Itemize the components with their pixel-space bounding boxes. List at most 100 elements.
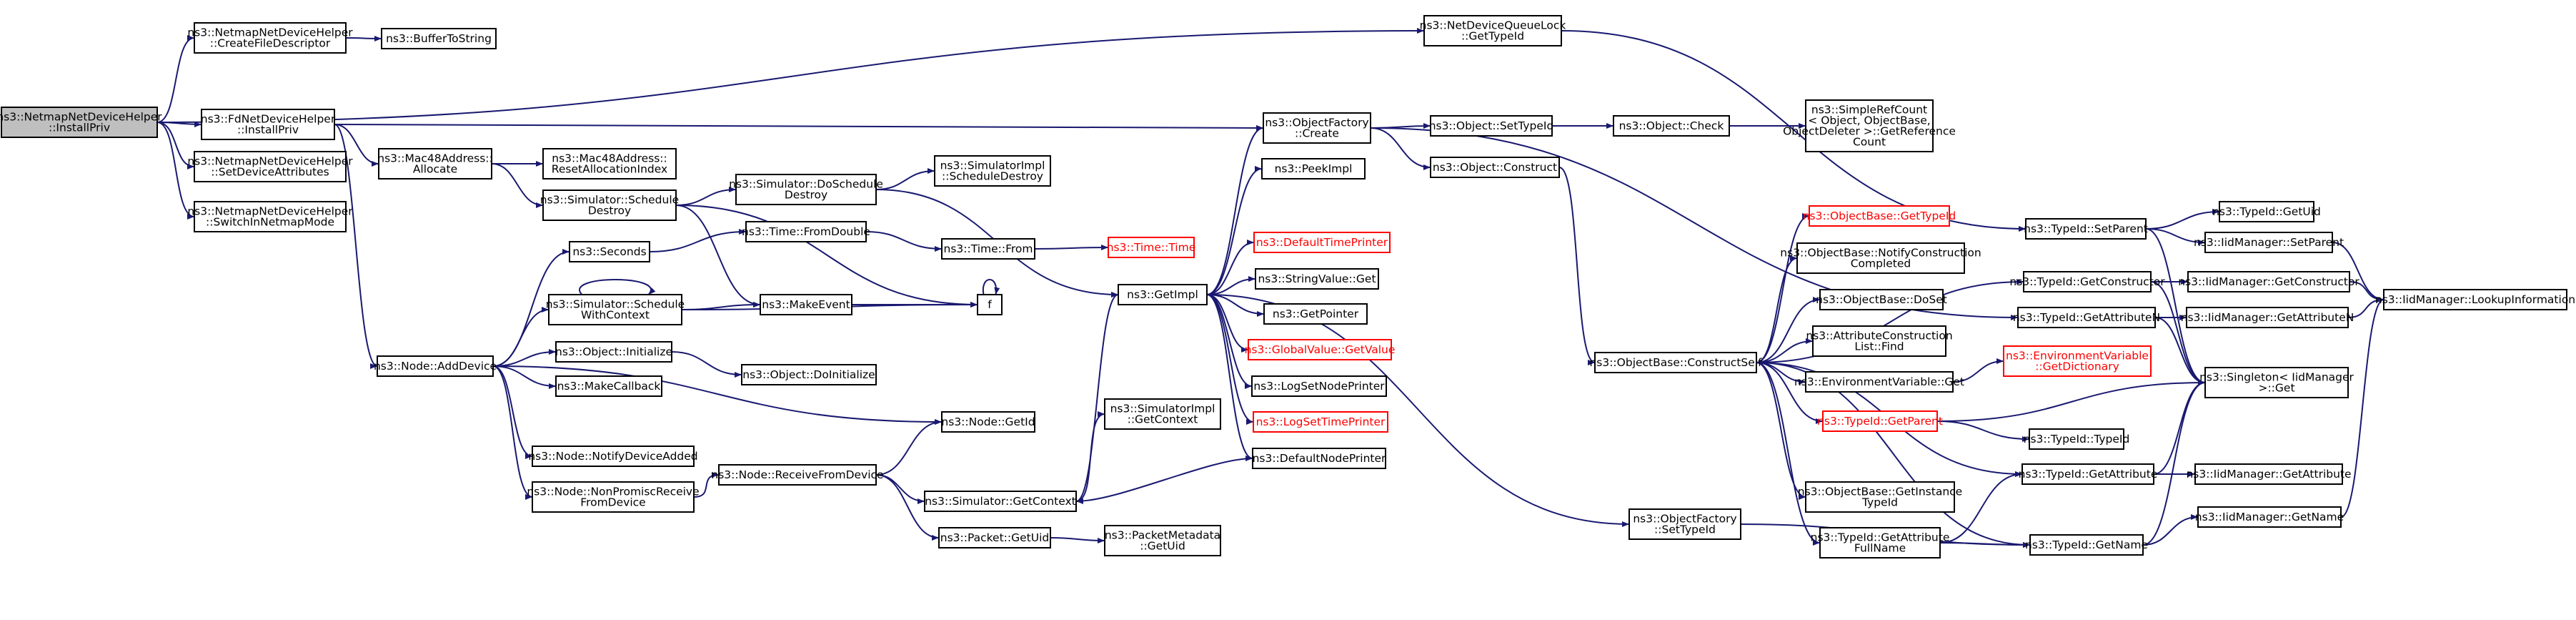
node-mac48Reset[interactable]: ns3::Mac48Address::ResetAllocationIndex — [542, 148, 677, 179]
node-typeIdGetAttributeN[interactable]: ns3::TypeId::GetAttributeN — [2013, 307, 2160, 328]
node-globalValueGet[interactable]: ns3::GlobalValue::GetValue — [1245, 339, 1396, 360]
node-box — [1255, 268, 1379, 290]
node-label: ns3::StringValue::Get — [1258, 272, 1376, 285]
node-box — [532, 481, 695, 513]
node-objBaseDoSet[interactable]: ns3::ObjectBase::DoSet — [1816, 289, 1947, 310]
node-seconds[interactable]: ns3::Seconds — [569, 241, 650, 262]
node-label: ::CreateFileDescriptor — [210, 37, 331, 50]
node-box — [2204, 367, 2349, 398]
node-iidLookupInfo[interactable]: ns3::IidManager::LookupInformation — [2375, 289, 2575, 310]
node-box — [735, 174, 877, 205]
node-iidGetName[interactable]: ns3::IidManager::GetName — [2195, 506, 2344, 528]
node-objFactoryCreate[interactable]: ns3::ObjectFactory::Create — [1263, 112, 1371, 144]
node-envVarGetDict[interactable]: ns3::EnvironmentVariable::GetDictionary — [2003, 345, 2152, 377]
node-simScheduleDestroy[interactable]: ns3::Simulator::ScheduleDestroy — [540, 190, 679, 221]
node-objBaseGetTypeId[interactable]: ns3::ObjectBase::GetTypeId — [1803, 205, 1956, 227]
node-label: ::GetDictionary — [2035, 360, 2119, 373]
node-label: ::Create — [1295, 127, 1339, 140]
node-label: ns3::IidManager::GetAttributeN — [2181, 311, 2354, 324]
node-defaultTimePrinter[interactable]: ns3::DefaultTimePrinter — [1253, 232, 1391, 253]
node-iidSetParent[interactable]: ns3::IidManager::SetParent — [2194, 232, 2344, 253]
node-peekImpl[interactable]: ns3::PeekImpl — [1261, 158, 1366, 179]
node-root[interactable]: ns3::NetmapNetDeviceHelper::InstallPriv — [0, 107, 162, 138]
node-typeIdTypeId[interactable]: ns3::TypeId::TypeId — [2024, 428, 2130, 450]
node-objBaseConstructSelf[interactable]: ns3::ObjectBase::ConstructSelf — [1589, 352, 1762, 373]
node-objInitialize[interactable]: ns3::Object::Initialize — [555, 341, 672, 363]
edge-getImpl-to-defaultNodePrinter — [1206, 294, 1253, 461]
node-box — [1108, 237, 1195, 258]
node-packetGetUid[interactable]: ns3::Packet::GetUid — [938, 527, 1051, 548]
node-objectCheck[interactable]: ns3::Object::Check — [1613, 115, 1730, 137]
node-nodeReceive[interactable]: ns3::Node::ReceiveFromDevice — [711, 464, 884, 486]
node-objectSetTypeId[interactable]: ns3::Object::SetTypeId — [1429, 115, 1554, 137]
node-label: ns3::Object::Construct — [1433, 161, 1557, 174]
node-bufferToString[interactable]: ns3::BufferToString — [381, 28, 497, 49]
node-getImpl[interactable]: ns3::GetImpl — [1118, 284, 1208, 305]
node-label: ns3::TypeId::GetUid — [2212, 205, 2321, 218]
node-label: ::SwitchInNetmapMode — [206, 216, 334, 229]
node-iidGetConstructor[interactable]: ns3::IidManager::GetConstructor — [2178, 271, 2359, 292]
node-timeTime[interactable]: ns3::Time::Time — [1107, 237, 1196, 258]
node-label: ns3::GetPointer — [1273, 307, 1359, 320]
node-nodeAddDevice[interactable]: ns3::Node::AddDevice — [374, 355, 497, 377]
node-nodeNotify[interactable]: ns3::Node::NotifyDeviceAdded — [528, 446, 698, 467]
node-label: ns3::Node::ReceiveFromDevice — [711, 468, 883, 481]
node-logSetTimePrinter[interactable]: ns3::LogSetTimePrinter — [1253, 411, 1388, 433]
node-typeIdGetUid[interactable]: ns3::TypeId::GetUid — [2212, 201, 2321, 222]
node-label: TypeId — [1861, 496, 1898, 509]
node-simImplScheduleDestroy[interactable]: ns3::SimulatorImpl::ScheduleDestroy — [934, 155, 1051, 187]
node-logSetNodePrinter[interactable]: ns3::LogSetNodePrinter — [1251, 375, 1387, 397]
node-getPointer[interactable]: ns3::GetPointer — [1263, 303, 1368, 325]
node-timeFrom[interactable]: ns3::Time::From — [941, 238, 1035, 260]
edge-typeIdGetAttributeN-to-singletonGet — [2154, 317, 2206, 385]
node-envVarGet[interactable]: ns3::EnvironmentVariable::Get — [1794, 371, 1964, 393]
edge-getImpl-to-stringValueGet — [1206, 276, 1256, 295]
node-label: ResetAllocationIndex — [552, 163, 667, 176]
node-makeCallback[interactable]: ns3::MakeCallback — [555, 375, 662, 397]
node-iidGetAttribute[interactable]: ns3::IidManager::GetAttribute — [2186, 463, 2352, 485]
node-typeIdSetParent[interactable]: ns3::TypeId::SetParent — [2024, 218, 2148, 240]
node-simpleRefCount[interactable]: ns3::SimpleRefCount< Object, ObjectBase,… — [1783, 99, 1956, 152]
node-mac48Allocate[interactable]: ns3::Mac48Address::Allocate — [377, 148, 493, 179]
node-label: ::GetContext — [1128, 413, 1198, 426]
node-simGetContext[interactable]: ns3::Simulator::GetContext — [924, 491, 1077, 512]
node-f[interactable]: f — [977, 294, 1003, 315]
node-typeIdGetName[interactable]: ns3::TypeId::GetName — [2025, 534, 2148, 556]
node-ndqlGetTypeId[interactable]: ns3::NetDeviceQueueLock::GetTypeId — [1420, 15, 1566, 46]
edge-objFactoryCreate-to-objectConstruct — [1370, 127, 1431, 170]
node-typeIdGetParent[interactable]: ns3::TypeId::GetParent — [1817, 410, 1943, 432]
node-box — [1263, 303, 1368, 325]
node-iidGetAttributeN[interactable]: ns3::IidManager::GetAttributeN — [2181, 307, 2354, 328]
node-label: ns3::Mac48Address:: — [377, 152, 493, 165]
node-timeFromDouble[interactable]: ns3::Time::FromDouble — [742, 221, 870, 242]
node-typeIdGetAttribute[interactable]: ns3::TypeId::GetAttribute — [2019, 463, 2158, 485]
node-objectConstruct[interactable]: ns3::Object::Construct — [1430, 157, 1560, 178]
node-switchNetmap[interactable]: ns3::NetmapNetDeviceHelper::SwitchInNetm… — [187, 201, 353, 232]
node-defaultNodePrinter[interactable]: ns3::DefaultNodePrinter — [1252, 448, 1386, 469]
node-fdInstallPriv[interactable]: ns3::FdNetDeviceHelper::InstallPriv — [201, 109, 336, 140]
node-stringValueGet[interactable]: ns3::StringValue::Get — [1255, 268, 1379, 290]
node-objFactorySetTypeId[interactable]: ns3::ObjectFactory::SetTypeId — [1628, 508, 1741, 540]
node-createFd[interactable]: ns3::NetmapNetDeviceHelper::CreateFileDe… — [187, 22, 353, 54]
node-label: ::GetUid — [1140, 540, 1185, 553]
node-nodeGetId[interactable]: ns3::Node::GetId — [941, 411, 1035, 433]
edge-typeIdGetConstructor-to-singletonGet — [2150, 281, 2206, 385]
node-objBaseNotify[interactable]: ns3::ObjectBase::NotifyConstructionCompl… — [1780, 242, 1981, 274]
node-typeIdGetConstructor[interactable]: ns3::TypeId::GetConstructor — [2009, 271, 2165, 292]
node-label: ns3::Time::Time — [1107, 241, 1196, 254]
node-pktMetaGetUid[interactable]: ns3::PacketMetadata::GetUid — [1104, 525, 1221, 556]
node-setDevAttr[interactable]: ns3::NetmapNetDeviceHelper::SetDeviceAtt… — [187, 151, 353, 182]
node-simImplGetContext[interactable]: ns3::SimulatorImpl::GetContext — [1104, 398, 1221, 430]
node-box — [381, 28, 497, 49]
node-box — [1, 107, 158, 138]
node-singletonGet[interactable]: ns3::Singleton< IidManager>::Get — [2199, 367, 2354, 398]
node-objDoInitialize[interactable]: ns3::Object::DoInitialize — [741, 364, 877, 385]
node-makeEvent[interactable]: ns3::MakeEvent — [760, 294, 852, 315]
